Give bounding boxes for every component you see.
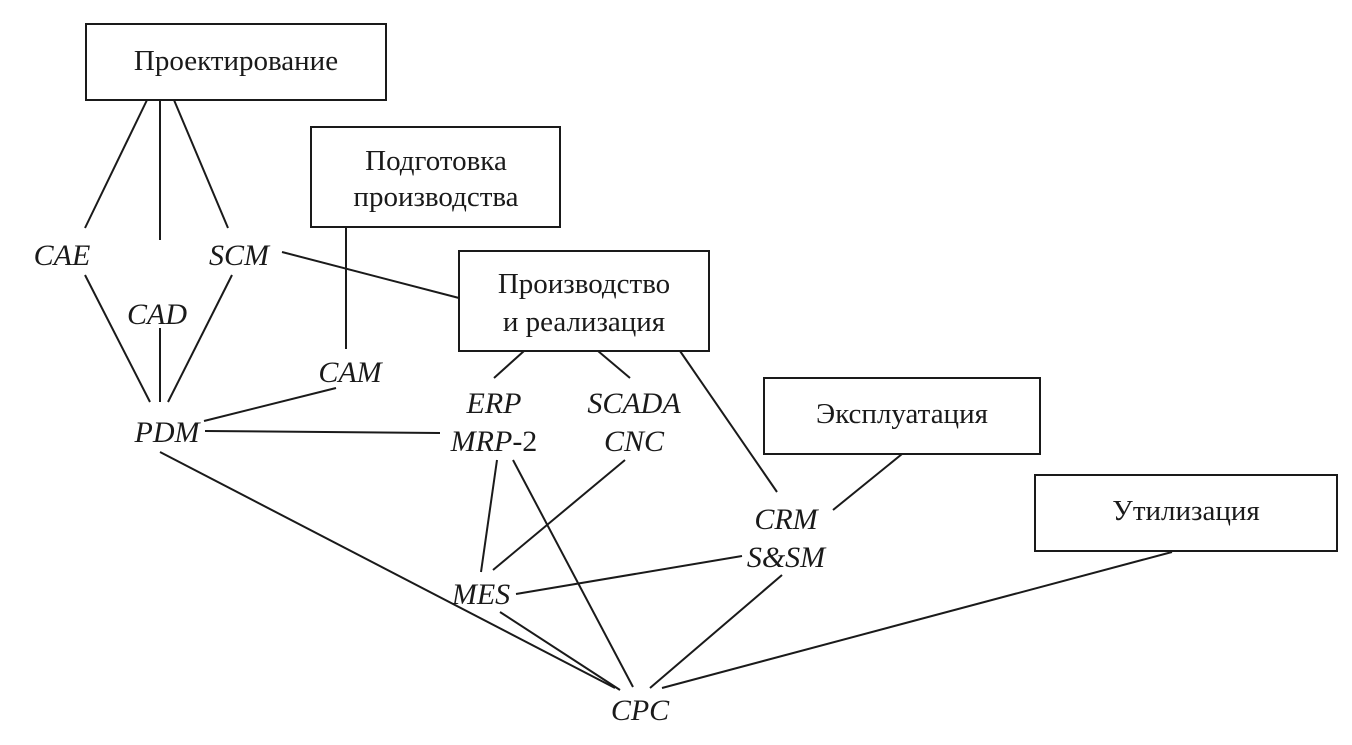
system-mrp-2: MRP-2 — [450, 425, 538, 458]
edge-scm-production — [281, 251, 460, 299]
stage-box-disposal: Утилизация — [1034, 474, 1338, 552]
system-scada: SCADA — [587, 387, 681, 420]
system-pdm: PDM — [134, 416, 202, 449]
edge-design-scm — [173, 99, 229, 229]
connector-lines — [84, 99, 1173, 691]
edge-pdm-mrp — [204, 430, 441, 434]
system-labels: CAE CAD SCM CAM PDM ERP MRP-2 SCADA CNC … — [34, 239, 828, 727]
stage-label-production-line2: и реализация — [503, 306, 665, 338]
system-ssm: S&SM — [747, 541, 827, 574]
system-mes: MES — [451, 578, 510, 611]
stage-label-disposal: Утилизация — [1112, 495, 1259, 527]
system-mrp-name: MRP — [450, 425, 513, 458]
edge-ssm-mes — [515, 555, 743, 595]
system-cpc: CPC — [611, 694, 670, 727]
system-cad: CAD — [127, 298, 187, 331]
edge-cam-pdm — [203, 387, 337, 422]
edge-production-erp — [493, 350, 525, 379]
edge-production-scada — [597, 350, 631, 379]
edge-mes-cpc — [499, 611, 621, 691]
system-scm: SCM — [209, 239, 271, 272]
stage-box-production: Производство и реализация — [458, 250, 710, 352]
stage-label-design: Проектирование — [134, 45, 338, 77]
edge-design-cae — [84, 99, 148, 229]
stage-label-operation: Эксплуатация — [816, 398, 988, 430]
system-crm: CRM — [754, 503, 819, 536]
edge-ssm-cpc — [649, 574, 783, 689]
edge-cae-pdm — [84, 274, 151, 403]
stage-label-preparation-line2: производства — [353, 181, 518, 213]
edge-production-crm — [679, 350, 778, 493]
edge-mrp-cpc — [512, 459, 634, 688]
edge-disposal-cpc — [661, 551, 1173, 689]
stage-box-preparation: Подготовка производства — [310, 126, 561, 228]
stage-label-production-line1: Производство — [498, 268, 670, 300]
stage-box-operation: Эксплуатация — [763, 377, 1041, 455]
edge-cnc-mes — [492, 459, 626, 571]
system-erp: ERP — [466, 387, 522, 420]
edge-scm-pdm — [167, 274, 233, 403]
stage-box-design: Проектирование — [85, 23, 387, 101]
system-cae: CAE — [34, 239, 91, 272]
edge-pdm-cpc — [159, 451, 616, 689]
edge-mrp-mes — [480, 459, 498, 573]
system-cam: CAM — [318, 356, 383, 389]
edge-operation-crm — [832, 453, 903, 511]
system-cnc: CNC — [604, 425, 665, 458]
stage-label-preparation-line1: Подготовка — [365, 145, 507, 177]
system-mrp-suffix: -2 — [512, 425, 537, 458]
